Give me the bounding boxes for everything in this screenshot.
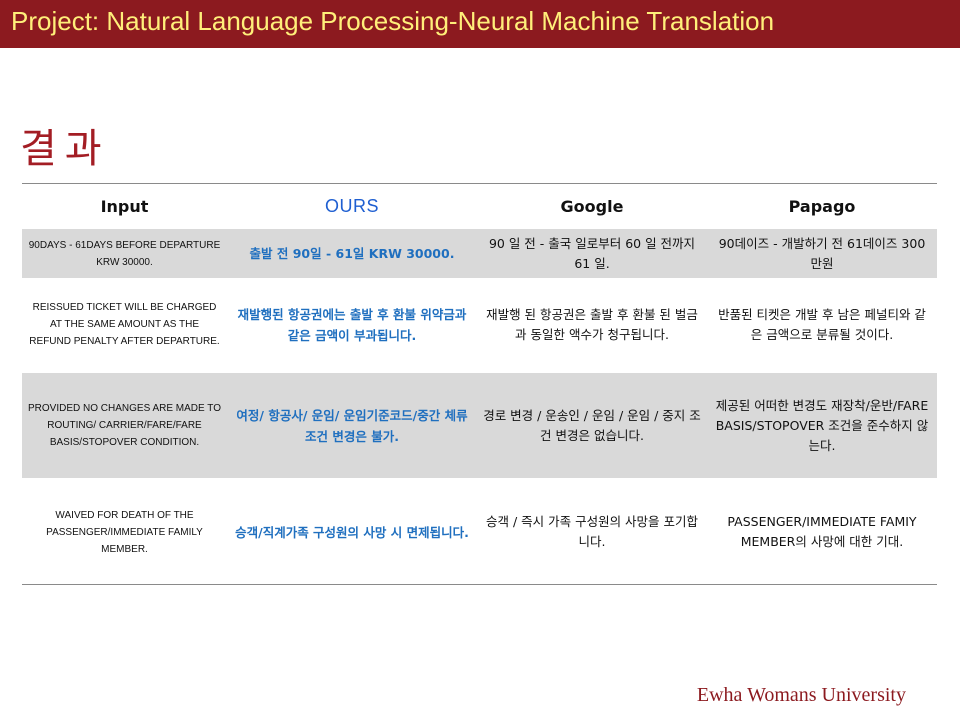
table-row: PROVIDED NO CHANGES ARE MADE TO ROUTING/… [22, 373, 937, 478]
slide-heading: 결과 [20, 126, 110, 172]
table-row: 90DAYS - 61DAYS BEFORE DEPARTURE KRW 300… [22, 229, 937, 278]
papago-cell: 반품된 티켓은 개발 후 남은 페널티와 같은 금액으로 분류될 것이다. [718, 306, 926, 342]
input-cell: 90DAYS - 61DAYS BEFORE DEPARTURE KRW 300… [28, 239, 221, 268]
col-header-papago: Papago [788, 196, 856, 216]
google-cell: 승객 / 즉시 가족 구성원의 사망을 포기합니다. [485, 514, 699, 549]
header-title: Project: Natural Language Processing-Neu… [11, 6, 775, 36]
table-rule-top [22, 183, 937, 184]
col-header-input: Input [100, 196, 149, 216]
input-cell: REISSUED TICKET WILL BE CHARGED AT THE S… [29, 302, 220, 347]
footer-university: Ewha Womans University [696, 684, 906, 706]
papago-cell: 제공된 어떠한 변경도 재장착/운반/FARE BASIS/STOPOVER 조… [715, 397, 929, 453]
google-cell: 재발행 된 항공권은 출발 후 환불 된 벌금과 동일한 액수가 청구됩니다. [486, 306, 698, 342]
ours-cell: 재발행된 항공권에는 출발 후 환불 위약금과 같은 금액이 부과됩니다. [237, 306, 467, 343]
ours-cell: 여정/ 항공사/ 운임/ 운임기준코드/중간 체류 조건 변경은 불가. [236, 407, 468, 444]
header-bar: Project: Natural Language Processing-Neu… [0, 0, 960, 48]
ours-cell: 승객/직계가족 구성원의 사망 시 면제됩니다. [235, 524, 469, 540]
table-header-row: Input OURS Google Papago [22, 184, 937, 228]
col-header-google: Google [560, 196, 624, 216]
papago-cell: PASSENGER/IMMEDIATE FAMIY MEMBER의 사망에 대한… [727, 514, 917, 549]
google-cell: 90 일 전 - 출국 일로부터 60 일 전까지 61 일. [488, 235, 696, 271]
input-cell: PROVIDED NO CHANGES ARE MADE TO ROUTING/… [28, 403, 222, 448]
input-cell: WAIVED FOR DEATH OF THE PASSENGER/IMMEDI… [46, 509, 203, 555]
table-row: REISSUED TICKET WILL BE CHARGED AT THE S… [22, 278, 937, 371]
table-rule-bottom [22, 584, 937, 585]
ours-cell: 출발 전 90일 - 61일 KRW 30000. [249, 246, 455, 261]
google-cell: 경로 변경 / 운송인 / 운임 / 운임 / 중지 조건 변경은 없습니다. [483, 407, 701, 443]
col-header-ours: OURS [324, 195, 379, 216]
papago-cell: 90데이즈 - 개발하기 전 61데이즈 300만원 [718, 235, 926, 271]
table-row: WAIVED FOR DEATH OF THE PASSENGER/IMMEDI… [22, 480, 937, 584]
